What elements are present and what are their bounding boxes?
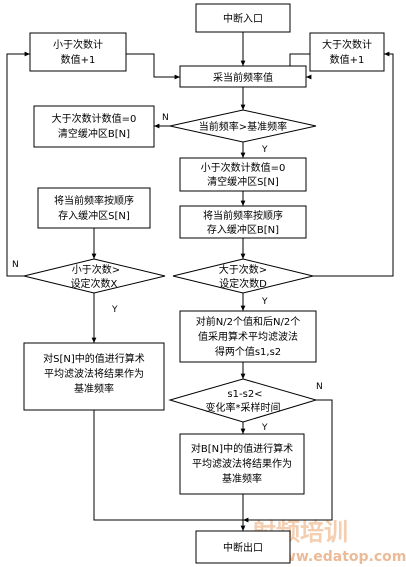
watermark-url: www.edatop.com xyxy=(270,549,406,565)
edge-diff-no-end xyxy=(243,399,333,523)
store-b-box xyxy=(179,205,307,239)
right-counter-box xyxy=(309,32,385,72)
diff-no-label: N xyxy=(316,382,323,392)
store-b-line2: 存入缓冲区B[N] xyxy=(207,223,279,236)
store-b-line1: 将当前频率按顺序 xyxy=(203,209,283,222)
less-yes-label: Y xyxy=(111,305,118,315)
avg-s-line1: 对S[N]中的值进行算术 xyxy=(43,352,145,365)
avg-halves-line2: 值采用算术平均滤波法 xyxy=(198,330,298,343)
greater-diamond xyxy=(172,258,314,294)
sample-box xyxy=(179,65,307,88)
avg-halves-line1: 对前N/2个值和后N/2个 xyxy=(196,315,300,328)
greater-line2: 设定次数D xyxy=(219,277,267,290)
diff-line2: 变化率*采样时间 xyxy=(206,401,281,414)
store-s-box xyxy=(37,187,151,229)
clear-s-line2: 清空缓冲区S[N] xyxy=(207,175,279,188)
compare-label: 当前频率>基准频率 xyxy=(199,120,287,133)
branch-labels: N Y N Y Y N Y xyxy=(12,113,323,433)
compare-diamond xyxy=(169,109,317,143)
greater-line1: 大于次数> xyxy=(219,263,267,276)
less-diamond xyxy=(23,258,166,294)
avg-s-line3: 基准频率 xyxy=(74,382,114,395)
edge-greater-no-rightcounter xyxy=(313,51,394,277)
clear-s-box xyxy=(179,157,307,192)
clear-s-line1: 小于次数计数值=0 xyxy=(201,161,286,174)
avg-b-line3: 基准频率 xyxy=(222,472,262,485)
avg-b-box xyxy=(179,433,305,495)
edge-less-no-leftcounter xyxy=(6,51,30,277)
right-counter-line2: 数值+1 xyxy=(330,53,365,66)
compare-yes-label: Y xyxy=(261,145,268,155)
avg-s-box xyxy=(23,342,165,411)
avg-halves-box xyxy=(179,310,317,363)
less-line1: 小于次数> xyxy=(72,263,120,276)
diff-yes-label: Y xyxy=(261,423,268,433)
less-line2: 设定次数X xyxy=(71,277,118,290)
store-s-line1: 将当前频率按顺序 xyxy=(54,194,134,207)
avg-halves-line3: 得两个值s1,s2 xyxy=(215,345,281,358)
diff-line1: s1-s2< xyxy=(227,389,262,400)
node-labels: 中断入口 小于次数计 数值+1 大于次数计 数值+1 采当前频率值 当前频率>基… xyxy=(43,12,372,554)
nodes xyxy=(23,3,385,564)
less-no-label: N xyxy=(12,260,19,270)
left-counter-line1: 小于次数计 xyxy=(53,38,103,51)
start-box xyxy=(195,3,291,33)
clear-b-line1: 大于次数计数值=0 xyxy=(52,112,137,125)
avg-b-line1: 对B[N]中的值进行算术 xyxy=(191,442,293,455)
left-counter-box xyxy=(29,32,127,72)
avg-s-line2: 平均滤波法将结果作为 xyxy=(44,367,144,380)
sample-label: 采当前频率值 xyxy=(213,71,273,84)
right-counter-line1: 大于次数计 xyxy=(322,38,372,51)
end-box xyxy=(195,530,291,564)
avg-b-line2: 平均滤波法将结果作为 xyxy=(192,457,292,470)
start-label: 中断入口 xyxy=(223,12,263,25)
compare-no-label: N xyxy=(162,113,169,123)
left-counter-line2: 数值+1 xyxy=(61,53,96,66)
edges xyxy=(6,32,394,531)
edge-leftcounter-sample xyxy=(126,53,180,80)
diff-diamond xyxy=(168,378,318,423)
clear-b-box xyxy=(33,105,155,148)
end-label: 中断出口 xyxy=(223,541,263,554)
greater-yes-label: Y xyxy=(261,297,268,307)
clear-b-line2: 清空缓冲区B[N] xyxy=(58,127,130,140)
store-s-line2: 存入缓冲区S[N] xyxy=(58,209,130,222)
edge-avgs-end xyxy=(93,410,243,521)
